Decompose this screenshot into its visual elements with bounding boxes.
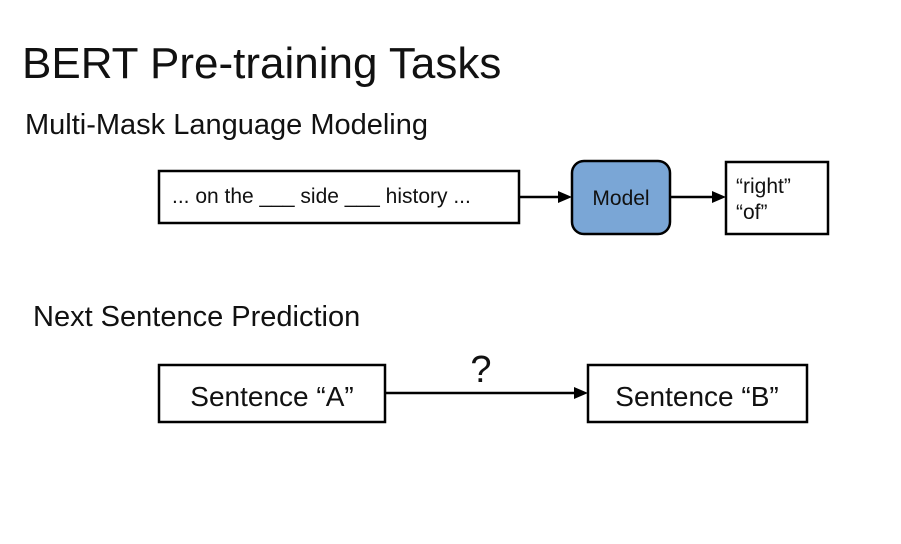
sentence-b-label: Sentence “B” (615, 381, 778, 412)
sentence-b-box: Sentence “B” (586, 363, 809, 424)
nsp-arrow (385, 387, 588, 399)
mlm-arrow-to-model (520, 191, 572, 203)
sentence-a-label: Sentence “A” (190, 381, 353, 412)
slide-title: BERT Pre-training Tasks (22, 39, 502, 88)
mlm-output-word-2: “of” (736, 201, 768, 224)
mlm-heading: Multi-Mask Language Modeling (25, 109, 428, 141)
mlm-output-word-1: “right” (736, 175, 791, 198)
model-box: Model (570, 159, 672, 236)
mlm-input-text: ... on the ___ side ___ history ... (172, 185, 471, 208)
nsp-heading: Next Sentence Prediction (33, 301, 361, 333)
question-mark: ? (470, 349, 491, 391)
mlm-input-box: ... on the ___ side ___ history ... (157, 169, 521, 225)
model-label: Model (592, 187, 649, 210)
mlm-output-box: “right” “of” (724, 160, 830, 236)
sentence-a-box: Sentence “A” (157, 363, 387, 424)
mlm-arrow-to-output (670, 191, 726, 203)
